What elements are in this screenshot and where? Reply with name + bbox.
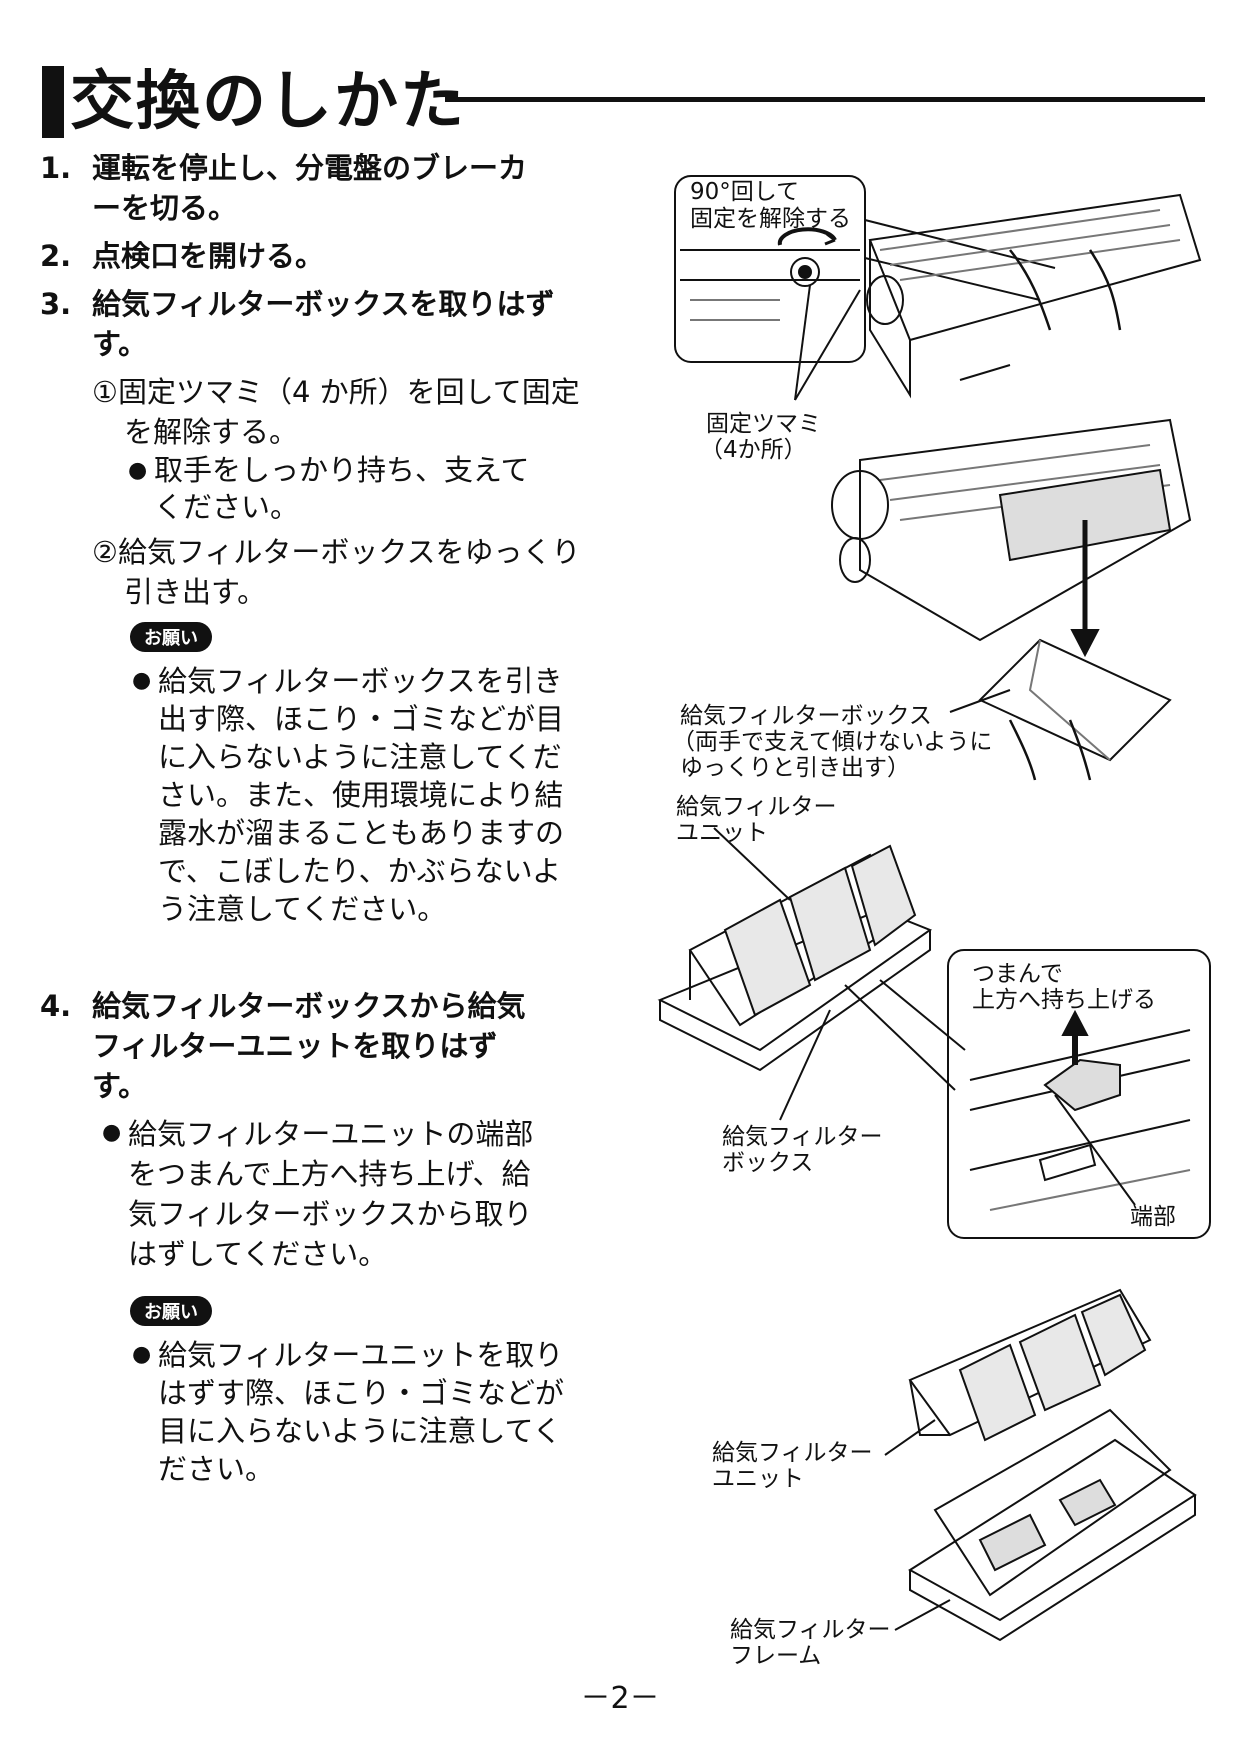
box-label-1: 給気フィルターボックス bbox=[680, 703, 932, 729]
bullet-dot: ● bbox=[128, 458, 148, 483]
step4-bullet: ● 給気フィルターユニットの端部をつまんで上方へ持ち上げ、給気フィルターボックス… bbox=[102, 1114, 542, 1274]
knob-label-1: 固定ツマミ bbox=[706, 411, 821, 437]
title-marker bbox=[42, 66, 64, 138]
step3-sub1-bullet: ● 取手をしっかり持ち、支えてください。 bbox=[128, 452, 538, 526]
lift-callout-box bbox=[947, 949, 1211, 1239]
step-text: 点検口を開ける。 bbox=[92, 239, 325, 273]
step-1: 1. 運転を停止し、分電盤のブレーカーを切る。 bbox=[40, 148, 600, 228]
box-label-2: （両手で支えて傾けないように bbox=[672, 729, 993, 755]
bullet-text: 給気フィルターボックスを引き出す際、ほこり・ゴミなどが目に入らないように注意して… bbox=[158, 664, 565, 926]
bullet-dot: ● bbox=[102, 1120, 122, 1145]
knob-label-2: （4か所） bbox=[700, 437, 807, 463]
knob-detail bbox=[680, 227, 860, 321]
filter-box-pulled bbox=[978, 638, 1172, 781]
lift-label-2: 上方へ持ち上げる bbox=[972, 987, 1156, 1013]
step-number: 3. bbox=[40, 287, 72, 321]
rotate-label-2: 固定を解除する bbox=[690, 206, 851, 232]
frame-label-2: フレーム bbox=[730, 1643, 822, 1669]
edge-label: 端部 bbox=[1130, 1204, 1176, 1230]
unit-b-label-2: ユニット bbox=[712, 1466, 804, 1492]
page-title: 交換のしかた bbox=[42, 66, 466, 138]
bullet-dot: ● bbox=[132, 668, 152, 693]
page-number: －2－ bbox=[580, 1681, 660, 1716]
unit-ceiling-view bbox=[866, 193, 1202, 399]
step-text: 給気フィルターボックスから給気フィルターユニットを取りはずす。 bbox=[92, 989, 526, 1103]
request-badge: お願い bbox=[130, 1296, 212, 1326]
bullet-text: 給気フィルターユニットの端部をつまんで上方へ持ち上げ、給気フィルターボックスから… bbox=[128, 1117, 534, 1271]
step-number: 2. bbox=[40, 239, 72, 273]
bullet-dot: ● bbox=[132, 1342, 152, 1367]
step3-sub2: ②給気フィルターボックスをゆっくり引き出す。 bbox=[92, 535, 581, 609]
filter-frame bbox=[908, 1408, 1197, 1642]
instructions: 1. 運転を停止し、分電盤のブレーカーを切る。 2. 点検口を開ける。 3. 給… bbox=[40, 148, 600, 1488]
bullet-text: 取手をしっかり持ち、支えてください。 bbox=[154, 453, 530, 524]
rotate-label-1: 90°回して bbox=[690, 179, 800, 205]
filter-box-with-unit bbox=[657, 844, 933, 1072]
box-label-3: ゆっくりと引き出す） bbox=[680, 755, 910, 781]
step-3: 3. 給気フィルターボックスを取りはずす。 bbox=[40, 284, 600, 364]
unit-a-label-2: ユニット bbox=[676, 820, 768, 846]
step3-sub1: ①固定ツマミ（4 か所）を回して固定を解除する。 bbox=[92, 375, 580, 449]
request-badge: お願い bbox=[130, 622, 212, 652]
separated-filter-unit bbox=[908, 1288, 1152, 1442]
lift-label-1: つまんで bbox=[972, 961, 1063, 987]
step-text: 給気フィルターボックスを取りはずす。 bbox=[92, 287, 555, 361]
title-rule bbox=[445, 97, 1205, 102]
step-4: 4. 給気フィルターボックスから給気フィルターユニットを取りはずす。 bbox=[40, 986, 600, 1106]
step3-request: ● 給気フィルターボックスを引き出す際、ほこり・ゴミなどが目に入らないように注意… bbox=[132, 662, 600, 928]
step-number: 1. bbox=[40, 151, 72, 185]
unit-a-label-1: 給気フィルター bbox=[676, 794, 837, 820]
step-number: 4. bbox=[40, 989, 72, 1023]
frame-label-1: 給気フィルター bbox=[730, 1617, 891, 1643]
request-note: ● 給気フィルターボックスを引き出す際、ほこり・ゴミなどが目に入らないように注意… bbox=[132, 662, 584, 928]
step-2: 2. 点検口を開ける。 bbox=[40, 236, 600, 276]
knob-callout-box bbox=[674, 175, 866, 363]
unit-b-label-1: 給気フィルター bbox=[712, 1440, 873, 1466]
box2-label-1: 給気フィルター bbox=[722, 1124, 883, 1150]
bullet-text: 給気フィルターユニットを取りはずす際、ほこり・ゴミなどが目に入らないように注意し… bbox=[158, 1338, 565, 1486]
step4-request: ● 給気フィルターユニットを取りはずす際、ほこり・ゴミなどが目に入らないように注… bbox=[132, 1336, 600, 1488]
box2-label-2: ボックス bbox=[722, 1150, 814, 1176]
unit-box-pull bbox=[831, 418, 1192, 642]
step-text: 運転を停止し、分電盤のブレーカーを切る。 bbox=[92, 151, 528, 225]
request-note: ● 給気フィルターユニットを取りはずす際、ほこり・ゴミなどが目に入らないように注… bbox=[132, 1336, 584, 1488]
page-title-text: 交換のしかた bbox=[70, 65, 466, 139]
lift-detail bbox=[969, 1029, 1191, 1211]
